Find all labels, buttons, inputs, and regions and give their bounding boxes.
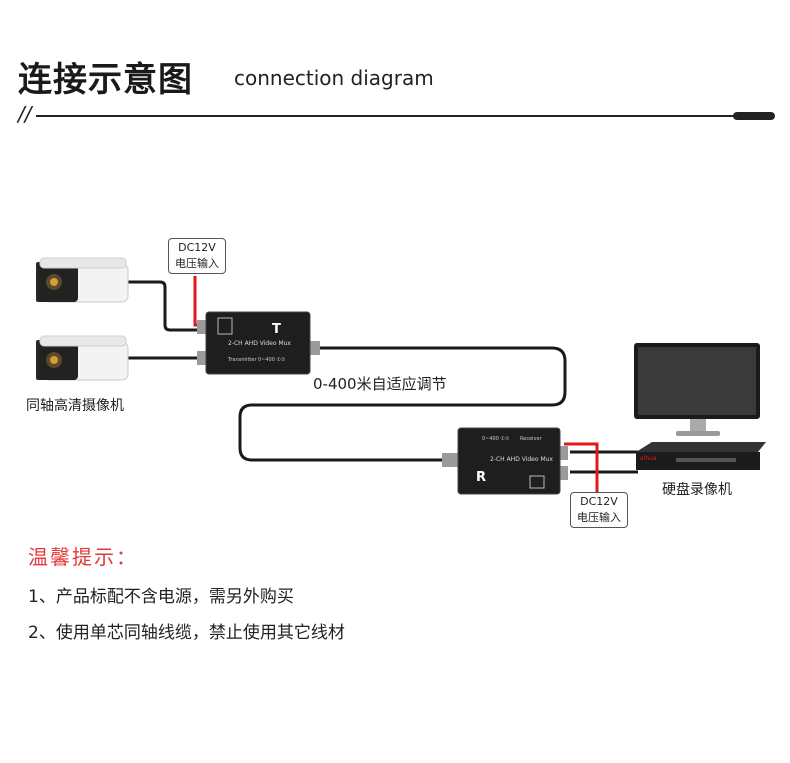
tips-title: 温馨提示： [28, 545, 138, 569]
tip-item-2: 2、使用单芯同轴线缆，禁止使用其它线材 [28, 623, 345, 643]
nvr-label: 硬盘录像机 [662, 482, 732, 498]
long-coax-cable [238, 346, 567, 462]
camera-2 [36, 335, 129, 381]
camera-1 [36, 257, 129, 303]
receiver-role: Receiver [520, 436, 542, 442]
power-top-voltage: DC12V [178, 241, 216, 254]
tip-item-1: 1、产品标配不含电源，需另外购买 [28, 587, 294, 607]
monitor [634, 343, 760, 436]
receiver-model: 2-CH AHD Video Mux [490, 456, 553, 463]
transmitter-box [197, 311, 320, 375]
receiver-spec: 0~400 ①① [482, 436, 510, 442]
transmitter-spec: 0~400 ①① [258, 357, 286, 363]
transmitter-model: 2-CH AHD Video Mux [228, 340, 291, 347]
power-input-label-bottom: DC12V 电压输入 [570, 492, 628, 528]
distance-label: 0-400米自适应调节 [313, 375, 447, 393]
transmitter-letter: T [272, 322, 281, 337]
nvr-brand-logo: alhua [640, 455, 657, 462]
header-divider-cap [733, 112, 775, 120]
power-top-text: 电压输入 [175, 257, 219, 270]
power-wire-top [193, 276, 205, 327]
power-bottom-text: 电压输入 [577, 511, 621, 524]
power-bottom-voltage: DC12V [580, 495, 618, 508]
header-slashes: // [18, 102, 32, 126]
nvr [636, 442, 766, 470]
receiver-letter: R [476, 470, 487, 485]
header-divider [36, 115, 736, 117]
receiver-box [442, 427, 568, 495]
power-input-label-top: DC12V 电压输入 [168, 238, 226, 274]
page-subtitle: connection diagram [234, 66, 434, 90]
power-wire-bottom [564, 442, 599, 492]
camera-label: 同轴高清摄像机 [26, 398, 124, 414]
page-title: 连接示意图 [18, 60, 193, 100]
camera1-cable [120, 280, 205, 332]
transmitter-role: Transmitter [228, 357, 257, 363]
